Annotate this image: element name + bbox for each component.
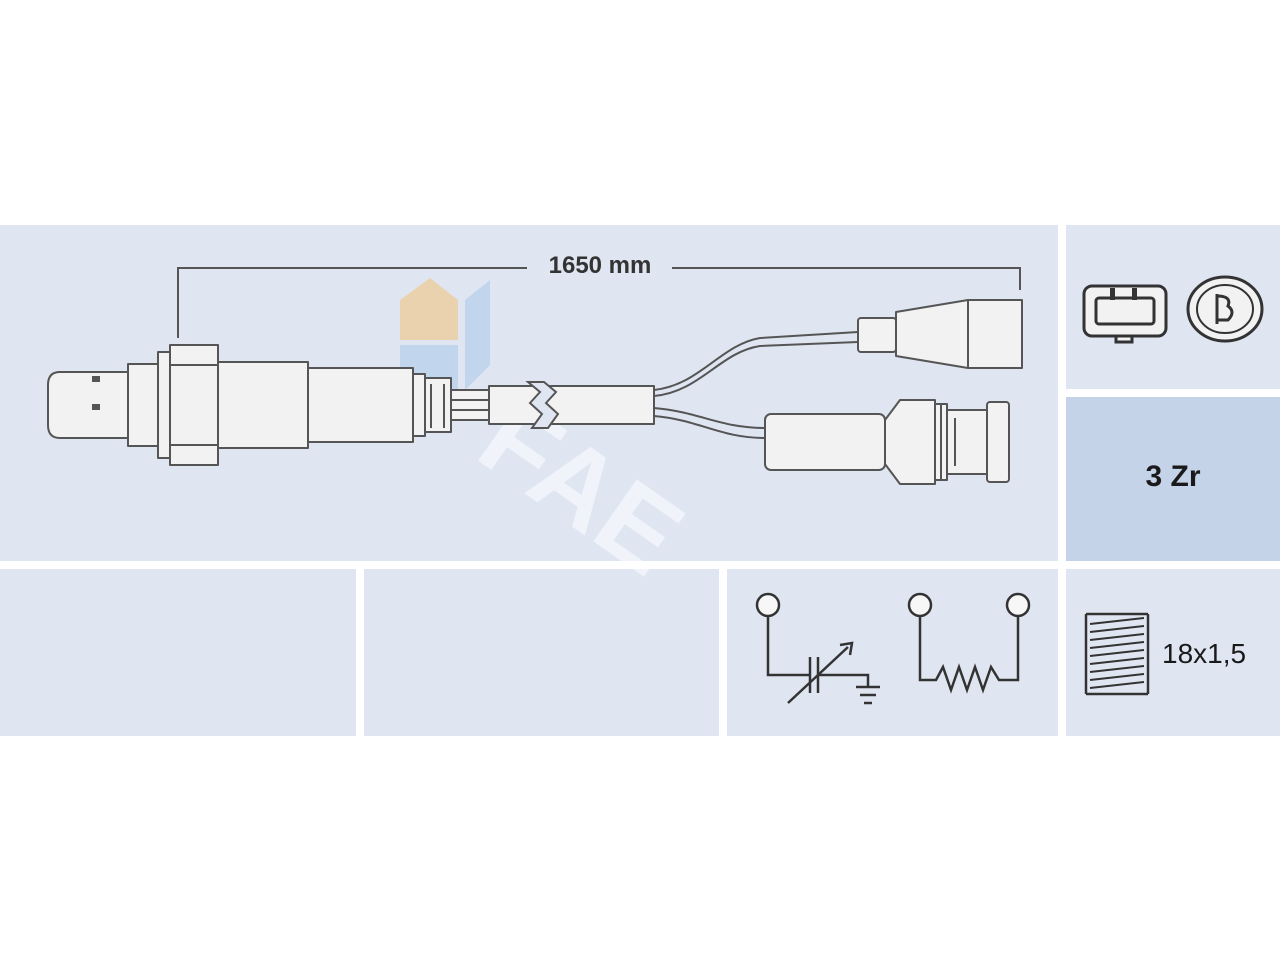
empty-panel-left xyxy=(0,569,356,736)
empty-panel-middle xyxy=(364,569,719,736)
sensor-wiring-schematic-icon xyxy=(755,592,1031,705)
thread-size-label: 18x1,5 xyxy=(1162,638,1247,669)
connector-face-icon xyxy=(1082,284,1168,344)
schematic-panel xyxy=(727,569,1058,736)
thread-panel xyxy=(1066,569,1280,736)
sensor-type-label: 3 Zr xyxy=(1145,460,1201,493)
round-connector-icon xyxy=(1186,275,1264,343)
sensor-type-panel xyxy=(1066,397,1280,561)
thread-icon xyxy=(1084,612,1150,696)
cable-length-label: 1650 mm xyxy=(548,252,652,279)
oxygen-sensor-drawing xyxy=(47,299,1023,485)
